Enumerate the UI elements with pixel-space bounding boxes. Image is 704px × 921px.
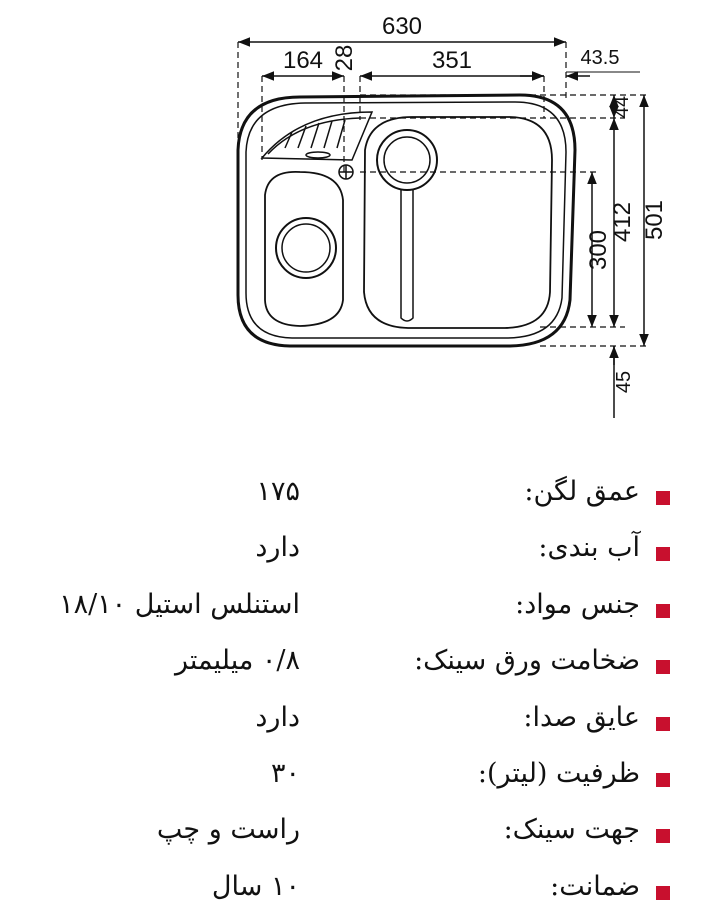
- spec-row: ضمانت: ۱۰ سال: [0, 865, 704, 921]
- spec-row: ضخامت ورق سینک: ۰/۸ میلیمتر: [0, 639, 704, 695]
- dim-overall-width: 630: [382, 13, 422, 40]
- spec-label: ضمانت:: [550, 870, 640, 902]
- square-bullet-icon: [656, 885, 670, 900]
- spec-value: ۳۰: [270, 757, 300, 789]
- square-bullet-icon: [656, 603, 670, 618]
- dim-overall-depth: 501: [641, 200, 668, 240]
- square-bullet-icon: [656, 772, 670, 787]
- spec-value: دارد: [255, 532, 300, 564]
- spec-value: استنلس استیل ۱۸/۱۰: [59, 588, 300, 620]
- spec-label: جنس مواد:: [515, 588, 640, 620]
- dim-bowl-depth: 300: [585, 230, 612, 270]
- spec-label: ضخامت ورق سینک:: [414, 645, 640, 677]
- spec-row: جهت سینک: راست و چپ: [0, 808, 704, 864]
- dimension-lines: [238, 37, 649, 418]
- spec-row: ظرفیت (لیتر): ۳۰: [0, 752, 704, 808]
- drainer-area: [260, 111, 374, 161]
- right-bowl: [363, 116, 553, 329]
- left-bowl: [264, 171, 344, 327]
- spec-value: ۱۷۵: [256, 476, 300, 507]
- dim-left-bowl-width: 164: [283, 47, 323, 74]
- spec-label: عمق لگن:: [524, 476, 640, 507]
- spec-label: آب بندی:: [538, 532, 640, 564]
- spec-list: عمق لگن: ۱۷۵ آب بندی: دارد جنس مواد: است…: [0, 470, 704, 921]
- spec-row: عمق لگن: ۱۷۵: [0, 470, 704, 526]
- square-bullet-icon: [656, 829, 670, 844]
- spec-value: ۱۰ سال: [211, 870, 300, 902]
- spec-value: راست و چپ: [156, 814, 300, 846]
- spec-label: جهت سینک:: [503, 814, 640, 846]
- sink-technical-drawing: 630 164 28 351 43.5 44 300 412 501 45: [236, 13, 668, 418]
- dim-bottom-offset: 45: [613, 371, 635, 393]
- dim-gap: 28: [331, 45, 358, 72]
- extension-lines: [237, 42, 650, 347]
- spec-label: ظرفیت (لیتر):: [477, 757, 640, 789]
- spec-value: دارد: [255, 701, 300, 733]
- spec-value: ۰/۸ میلیمتر: [174, 645, 300, 677]
- dim-top-offset: 44: [611, 96, 633, 118]
- square-bullet-icon: [656, 716, 670, 731]
- spec-label: عایق صدا:: [523, 701, 640, 733]
- spec-row: آب بندی: دارد: [0, 526, 704, 582]
- faucet-hole: [338, 164, 354, 180]
- spec-row: عایق صدا: دارد: [0, 696, 704, 752]
- dim-right-bowl-width: 351: [432, 47, 472, 74]
- square-bullet-icon: [656, 547, 670, 562]
- spec-row: جنس مواد: استنلس استیل ۱۸/۱۰: [0, 583, 704, 639]
- square-bullet-icon: [656, 491, 670, 505]
- square-bullet-icon: [656, 660, 670, 675]
- dim-right-offset: 43.5: [581, 47, 620, 69]
- dim-inner-depth: 412: [609, 202, 636, 242]
- sink-outline: [236, 93, 577, 348]
